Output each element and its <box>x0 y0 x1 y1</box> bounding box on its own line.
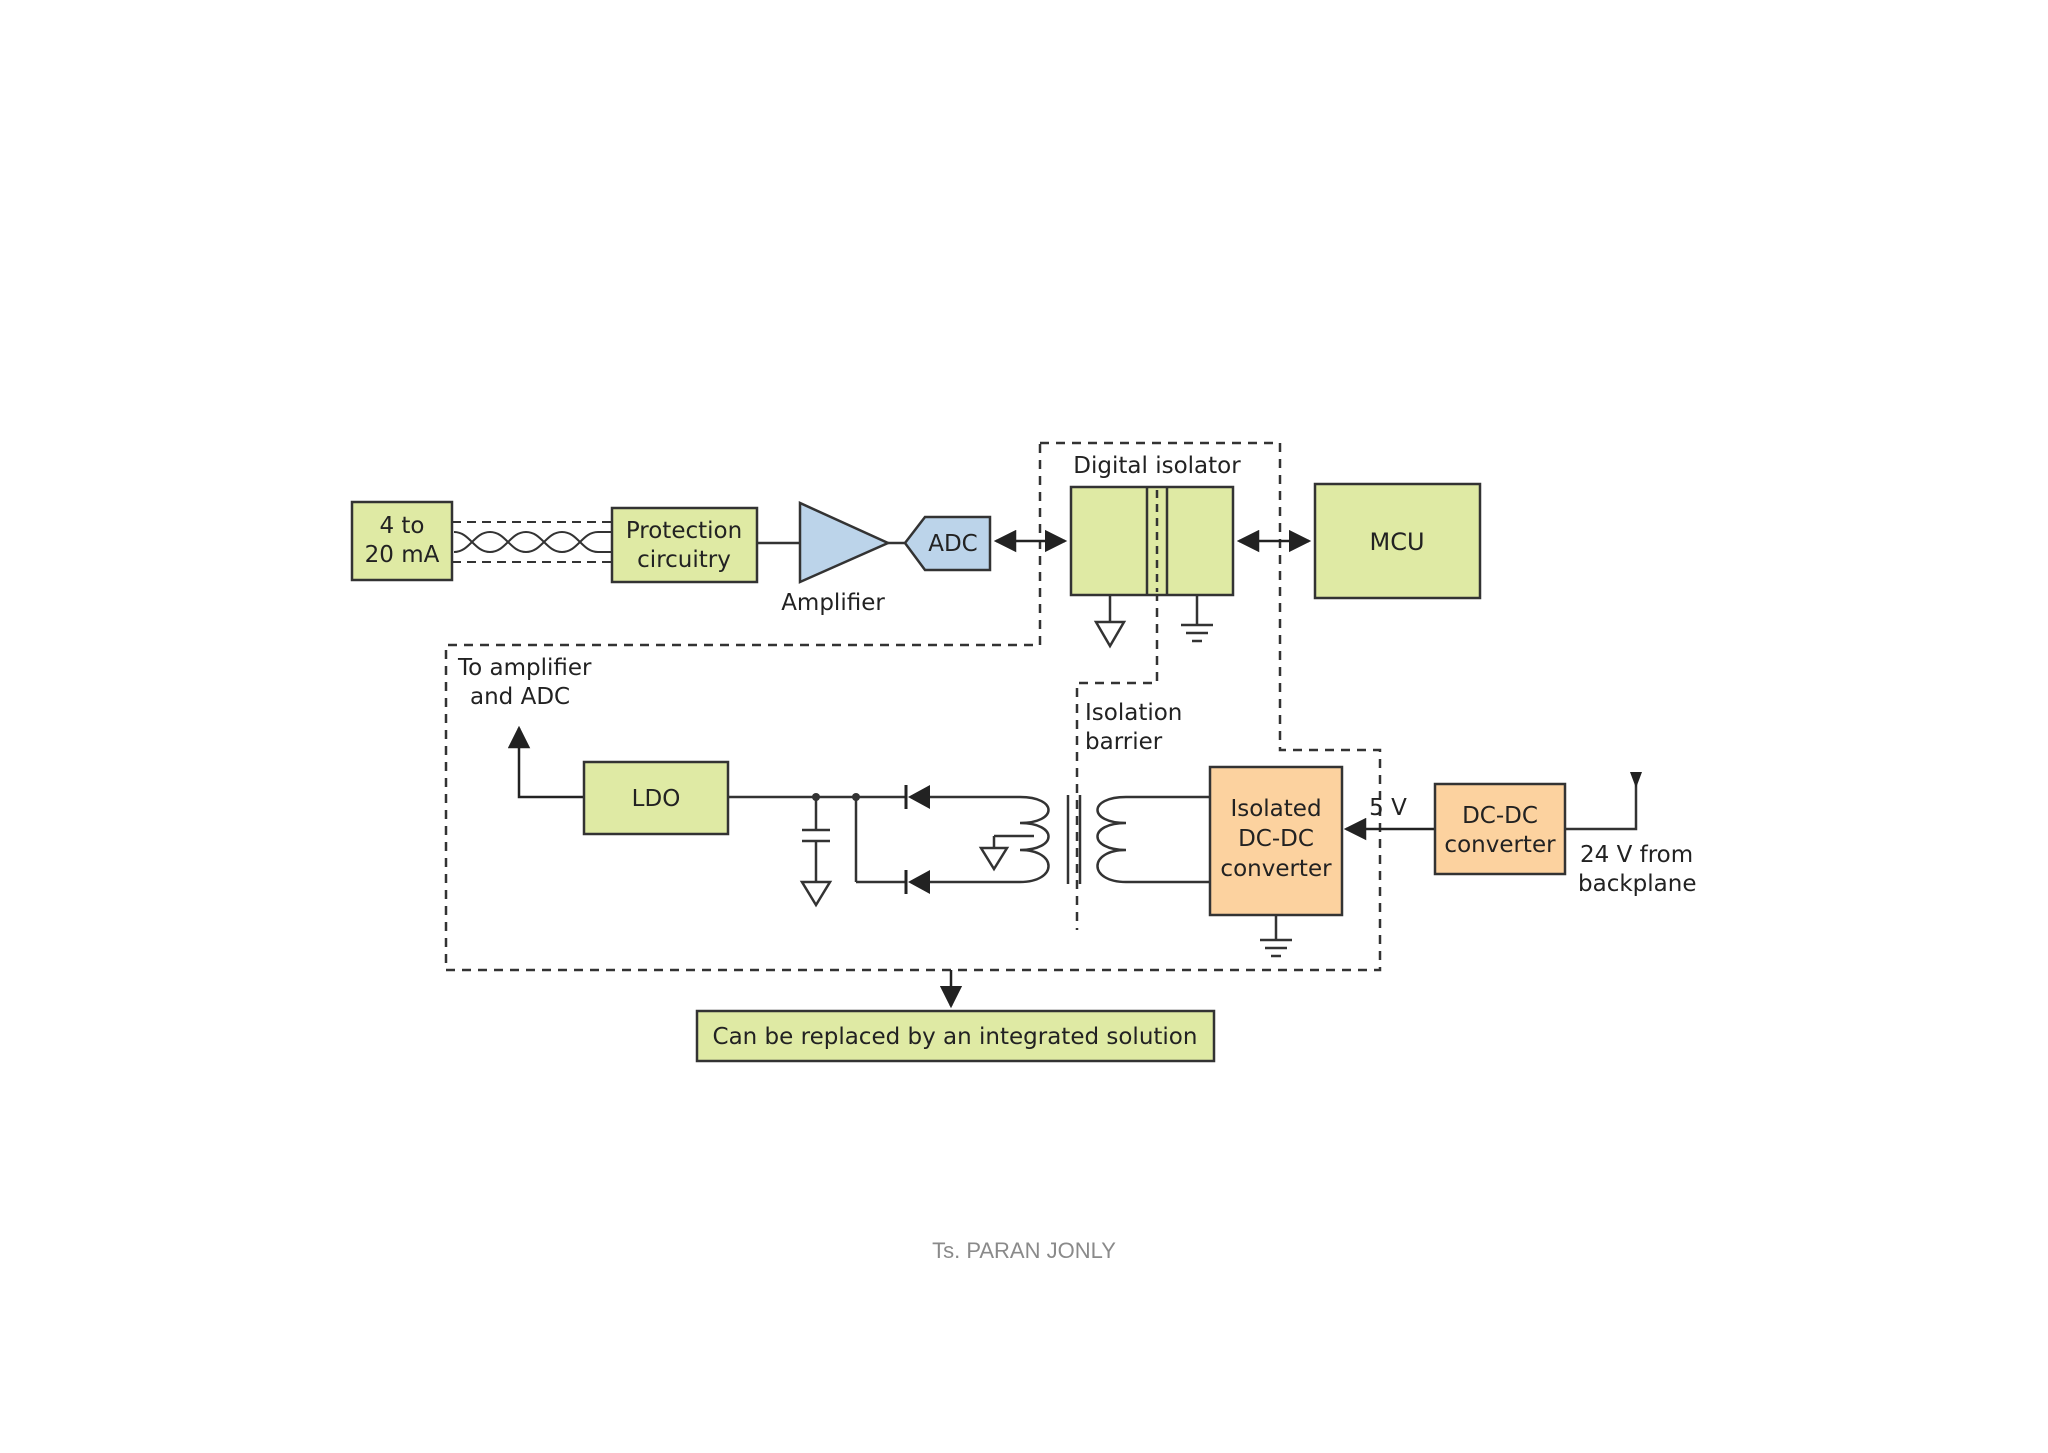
integrated-solution-label: Can be replaced by an integrated solutio… <box>713 1024 1198 1050</box>
amplifier-symbol: Amplifier <box>781 501 892 616</box>
supply-label-line2: backplane <box>1578 871 1696 897</box>
to-amplifier-label-line2: and ADC <box>470 684 570 710</box>
isolator-earth-ground-icon <box>1181 595 1213 643</box>
isolated-dcdc-label-line2: DC-DC <box>1238 826 1314 852</box>
supply-label-line1: 24 V from <box>1580 842 1693 868</box>
to-amplifier-label-line1: To amplifier <box>457 655 592 681</box>
source-label-line1: 4 to <box>379 513 424 539</box>
source-label-line2: 20 mA <box>365 542 440 568</box>
digital-isolator-label: Digital isolator <box>1073 453 1241 479</box>
diode-to-transformer-wiring <box>930 795 1020 884</box>
ldo-output-arrow <box>507 725 584 799</box>
dcdc-label-line2: converter <box>1444 832 1556 858</box>
amplifier-label: Amplifier <box>781 590 885 616</box>
transformer-icon <box>1019 795 1210 884</box>
isolation-barrier-line <box>1075 560 1159 930</box>
integrated-solution-block: Can be replaced by an integrated solutio… <box>695 1009 1216 1063</box>
supply-terminal-icon <box>1630 772 1642 788</box>
protection-circuitry-block: Protection circuitry <box>610 506 759 584</box>
ldo-label: LDO <box>632 786 681 812</box>
isolated-dcdc-block: Isolated DC-DC converter <box>1208 765 1344 917</box>
isolator-signal-ground-icon <box>1093 595 1127 649</box>
mcu-label: MCU <box>1369 528 1424 556</box>
isolation-barrier-label-line2: barrier <box>1085 729 1163 755</box>
isolated-dcdc-label-line1: Isolated <box>1230 796 1321 822</box>
diode-lower-icon <box>904 870 930 894</box>
diode-upper-icon <box>904 785 930 809</box>
five-volt-label: 5 V <box>1369 795 1407 821</box>
digital-isolator-block: Digital isolator <box>1069 453 1241 597</box>
adc-block: ADC <box>903 515 992 572</box>
rectifier-wiring <box>728 795 905 908</box>
isolation-barrier-label-line1: Isolation <box>1085 700 1182 726</box>
center-tap-ground-icon <box>978 834 1034 872</box>
protection-label-line1: Protection <box>626 518 742 544</box>
ldo-block: LDO <box>582 760 730 836</box>
dcdc-converter-block: DC-DC converter <box>1433 782 1567 876</box>
protection-label-line2: circuitry <box>637 547 731 573</box>
dcdc-label-line1: DC-DC <box>1462 803 1538 829</box>
junction-dot-capacitor <box>812 793 820 801</box>
footer-author: Ts. PARAN JONLY <box>932 1238 1116 1263</box>
supply-input-wire <box>1565 778 1638 831</box>
junction-dot-diodes <box>852 793 860 801</box>
adc-label: ADC <box>928 531 978 557</box>
mcu-block: MCU <box>1313 482 1482 600</box>
twisted-pair-cable <box>452 521 612 563</box>
isolated-dcdc-label-line3: converter <box>1220 856 1332 882</box>
current-source-block: 4 to 20 mA <box>350 500 454 582</box>
isolated-dcdc-ground-icon <box>1260 915 1292 958</box>
